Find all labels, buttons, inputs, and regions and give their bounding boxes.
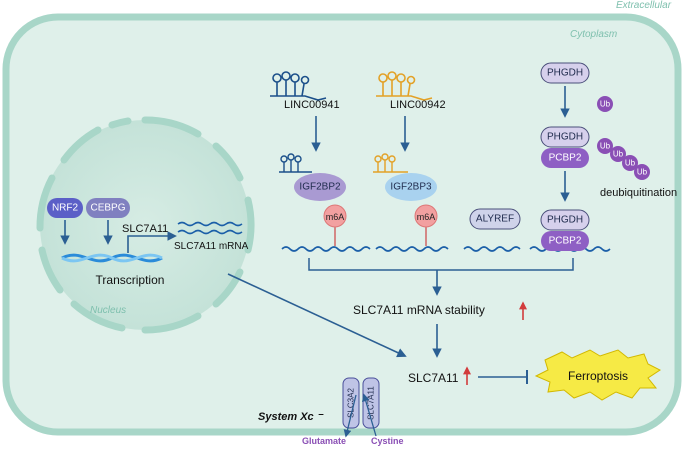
phgdh-protein-1 [540,62,590,84]
nucleus-body [40,120,250,330]
igf2bp3-protein [385,173,437,201]
m6a-label-2: m6A [417,212,436,222]
pcbp2-label-1: PCBP2 [549,153,582,164]
mrna-strand-alyref [463,246,521,252]
alyref-protein [469,208,521,230]
slc7a11-protein-label: SLC7A11 [408,371,459,385]
slc7a11-subunit [362,377,380,429]
m6a-mark-1 [323,204,347,228]
mrna-strand-igf2bp2 [281,246,371,252]
linc00942-label: LINC00942 [390,99,446,111]
igf2bp2-protein [294,173,346,201]
nrf2-label: NRF2 [52,203,79,214]
system-xc-label: System Xc ⁻ [258,411,324,423]
nuclear-mrna-strand-1 [177,221,243,227]
ub-chain [597,138,650,180]
lncrna-linc00941: LINC00941 [270,71,340,111]
cebpg-label: CEBPG [90,203,125,214]
pcbp2-label-2: PCBP2 [549,236,582,247]
nuclear-mrna-strand-2 [177,229,243,235]
ub-single [597,96,613,112]
lncrna-linc00942: LINC00942 [376,71,446,111]
ub-label-chain-2: Ub [613,150,624,159]
phgdh-label-2: PHGDH [547,132,583,143]
slc3a2-label: SLC3A2 [347,388,356,418]
igf2bp2-label: IGF2BP2 [299,182,341,193]
extracellular-label: Extracellular [616,0,672,11]
gene-label: SLC7A11 [122,223,168,235]
mrna-strand-igf2bp3 [375,246,449,252]
ub-label-single: Ub [600,100,611,109]
system-xc-transporter: SLC3A2 SLC7A11 [342,377,380,438]
bound-linc00941 [279,153,312,173]
nuclear-envelope [36,116,255,334]
nucleus: Nucleus NRF2 CEBPG Transcription SLC7A11… [36,116,255,334]
alyref-label: ALYREF [476,214,514,225]
stability-label: SLC7A11 mRNA stability [353,303,485,317]
ub-label-chain-4: Ub [637,168,648,177]
mrna-bracket [308,258,574,271]
cystine-import-arrow [362,393,377,437]
bound-linc00942 [373,153,408,173]
igf2bp3-label: IGF2BP3 [390,182,432,193]
nucleus-label: Nucleus [90,305,126,316]
pcbp2-protein-1 [541,148,589,168]
m6a-mark-2 [414,204,438,228]
pcbp2-protein-2 [541,231,589,251]
phgdh-protein-2 [540,126,590,148]
nucleus-to-protein-arrow [227,273,407,358]
mrna-label: SLC7A11 mRNA [174,241,249,252]
slc3a2-subunit [342,377,360,429]
dna-helix [61,253,163,263]
cytoplasm-label: Cytoplasm [570,29,617,40]
ferroptosis-label: Ferroptosis [568,369,628,383]
cystine-label: Cystine [371,436,404,446]
phgdh-protein-3 [540,209,590,231]
transcription-label: Transcription [96,273,165,287]
nrf2-factor [47,198,83,218]
transcription-start-arrow [127,231,177,253]
glutamate-export-arrow [343,394,357,438]
ub-label-chain-1: Ub [600,142,611,151]
phgdh-label-3: PHGDH [547,215,583,226]
ub-label-chain-3: Ub [625,159,636,168]
glutamate-label: Glutamate [302,436,346,446]
deubiquitination-label: deubiquitination [600,187,677,199]
linc00941-label: LINC00941 [284,99,340,111]
slc7a11-subunit-label: SLC7A11 [367,386,376,420]
cebpg-factor [86,198,130,218]
ferroptosis-burst [534,349,661,401]
m6a-label-1: m6A [326,212,345,222]
phgdh-label-1: PHGDH [547,68,583,79]
